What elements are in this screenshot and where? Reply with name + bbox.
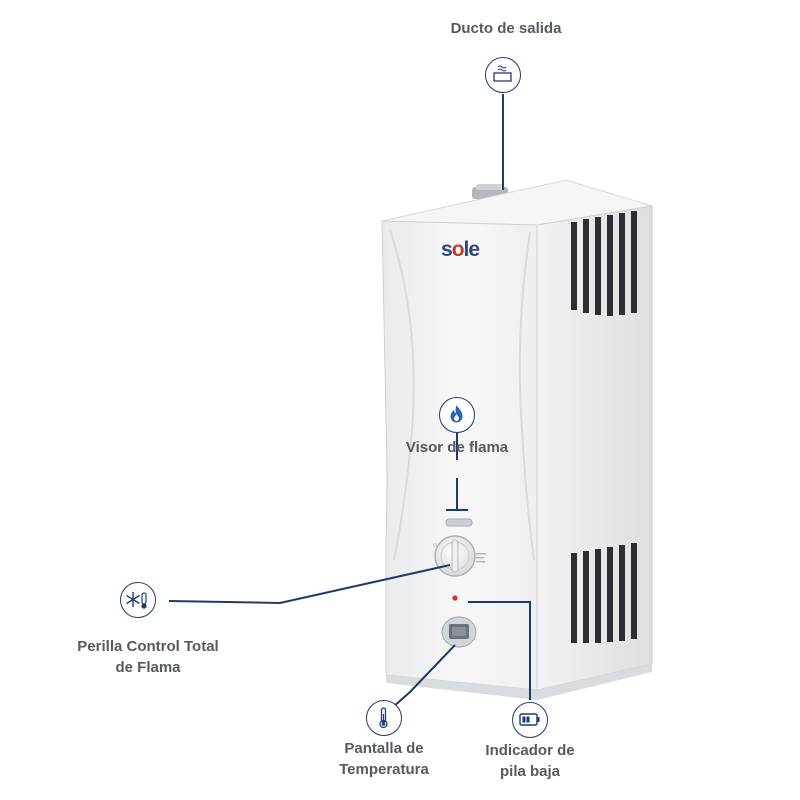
brand-logo: sole [441, 238, 480, 261]
battery-label-line1: Indicador de [485, 742, 575, 759]
flame-window [445, 518, 473, 527]
lower-vents [571, 543, 637, 643]
knob-label: Perilla Control Total de Flama [62, 636, 234, 678]
upper-vents [571, 211, 637, 316]
battery-label-line2: pila baja [499, 763, 561, 780]
display-label: Pantalla de Temperatura [324, 738, 444, 780]
battery-low-icon [512, 702, 548, 738]
outlet-label: Ducto de salida [450, 20, 562, 37]
knob-label-line1: Perilla Control Total [77, 638, 219, 655]
snowflake-thermometer-icon [120, 582, 156, 618]
display-label-line2: Temperatura [339, 761, 429, 778]
flame-icon [439, 397, 475, 433]
knob-label-line2: de Flama [115, 659, 181, 676]
thermometer-icon [366, 700, 402, 736]
flame-viewer-label: Visor de flama [405, 439, 509, 456]
display-label-line1: Pantalla de [344, 740, 424, 757]
low-battery-light [452, 595, 458, 601]
leader-lines [168, 94, 531, 708]
battery-label: Indicador de pila baja [470, 740, 590, 782]
temperature-display [441, 616, 477, 648]
exhaust-duct-icon [485, 57, 521, 93]
svg-text:○: ○ [433, 542, 437, 548]
